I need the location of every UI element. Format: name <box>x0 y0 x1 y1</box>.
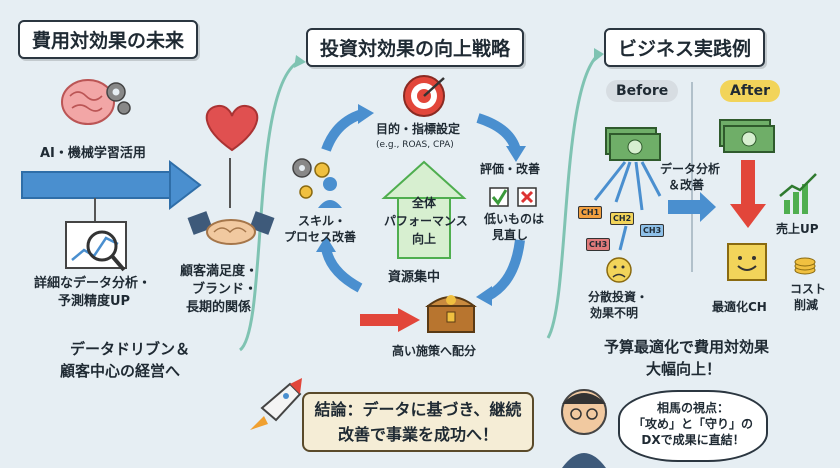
eval-label: 評価・改善 <box>480 162 541 176</box>
scattered-label-1: 分散投資・ <box>588 290 649 304</box>
customer-label-2: ブランド・ <box>192 282 258 297</box>
check-icon <box>489 187 509 207</box>
growth-arrow <box>21 159 202 211</box>
cross-icon <box>517 187 537 207</box>
channel-box: CH1 <box>578 206 603 219</box>
ai-label: AI・機械学習活用 <box>40 146 146 161</box>
before-tag: Before <box>606 80 679 102</box>
review-label-2: 見直し <box>492 228 529 242</box>
center-label-1: 全体 <box>412 196 437 210</box>
treasure-chest-icon <box>425 295 477 333</box>
analysis-label-2: 予測精度UP <box>58 294 131 309</box>
channel-box: CH3 <box>640 224 665 237</box>
sales-label: 売上UP <box>776 222 819 236</box>
skill-label-2: プロセス改善 <box>284 230 357 244</box>
channel-box: CH2 <box>610 212 635 225</box>
data-analysis-label-1: データ分析 <box>660 162 721 176</box>
target-icon <box>403 75 445 117</box>
green-up-arrow <box>381 160 467 259</box>
happy-cube-icon <box>727 243 767 281</box>
conclusion-banner: 結論：データに基づき、継続 改善で事業を成功へ！ <box>302 392 534 452</box>
skill-label-1: スキル・ <box>298 214 347 228</box>
center-label-3: 向上 <box>412 232 437 246</box>
bar-chart-up-icon <box>779 173 817 214</box>
conclusion-line-2: 改善で事業を成功へ！ <box>337 424 498 444</box>
center-label-2: パフォーマンス <box>384 214 468 228</box>
money-stack-icon <box>719 119 775 153</box>
allocation-label: 高い施策へ配分 <box>392 344 477 358</box>
handshake-icon <box>187 211 275 245</box>
after-tag: After <box>720 80 781 102</box>
future-bottom-label-1: データドリブン＆ <box>70 340 191 358</box>
future-bottom-label-2: 顧客中心の経営へ <box>60 362 181 380</box>
rocket-icon <box>250 378 302 430</box>
avatar-icon <box>561 389 607 468</box>
speech-line-2: 「攻め」と「守り」の <box>632 417 753 432</box>
result-label-2: 大幅向上！ <box>646 360 722 378</box>
example-title: ビジネス実践例 <box>604 28 766 67</box>
brain-gear-icon <box>61 79 131 125</box>
speech-line-1: 相馬の視点： <box>656 401 729 415</box>
analysis-label-1: 詳細なデータ分析・ <box>34 276 152 291</box>
conclusion-line-1: 結論：データに基づき、継続 <box>314 400 522 419</box>
gears-person-icon <box>292 158 342 208</box>
heart-icon <box>205 104 259 152</box>
sad-face-icon <box>606 257 632 283</box>
cost-label-1: コスト <box>790 282 827 296</box>
speech-line-3: DXで成果に直結！ <box>641 433 745 448</box>
scattered-label-2: 効果不明 <box>590 306 639 320</box>
result-label-1: 予算最適化で費用対効果 <box>604 338 770 356</box>
channel-box: CH3 <box>586 238 611 251</box>
goal-label: 目的・指標設定 <box>376 122 461 136</box>
review-label-1: 低いものは <box>484 212 545 226</box>
coins-icon <box>794 257 816 275</box>
customer-label-1: 顧客満足度・ <box>180 264 259 279</box>
cost-label-2: 削減 <box>794 298 819 312</box>
future-title: 費用対効果の未来 <box>18 20 199 59</box>
optimized-label: 最適化CH <box>712 300 767 314</box>
magnifier-chart-icon <box>65 221 127 272</box>
strategy-title: 投資対効果の向上戦略 <box>306 28 525 67</box>
customer-label-3: 長期的関係 <box>186 300 252 315</box>
money-stack-icon <box>605 127 661 161</box>
data-analysis-label-2: ＆改善 <box>668 178 705 192</box>
goal-sub-label: (e.g., ROAS, CPA) <box>376 140 454 150</box>
resource-label: 資源集中 <box>388 270 441 285</box>
speech-bubble: 相馬の視点： 「攻め」と「守り」の DXで成果に直結！ <box>618 390 768 462</box>
